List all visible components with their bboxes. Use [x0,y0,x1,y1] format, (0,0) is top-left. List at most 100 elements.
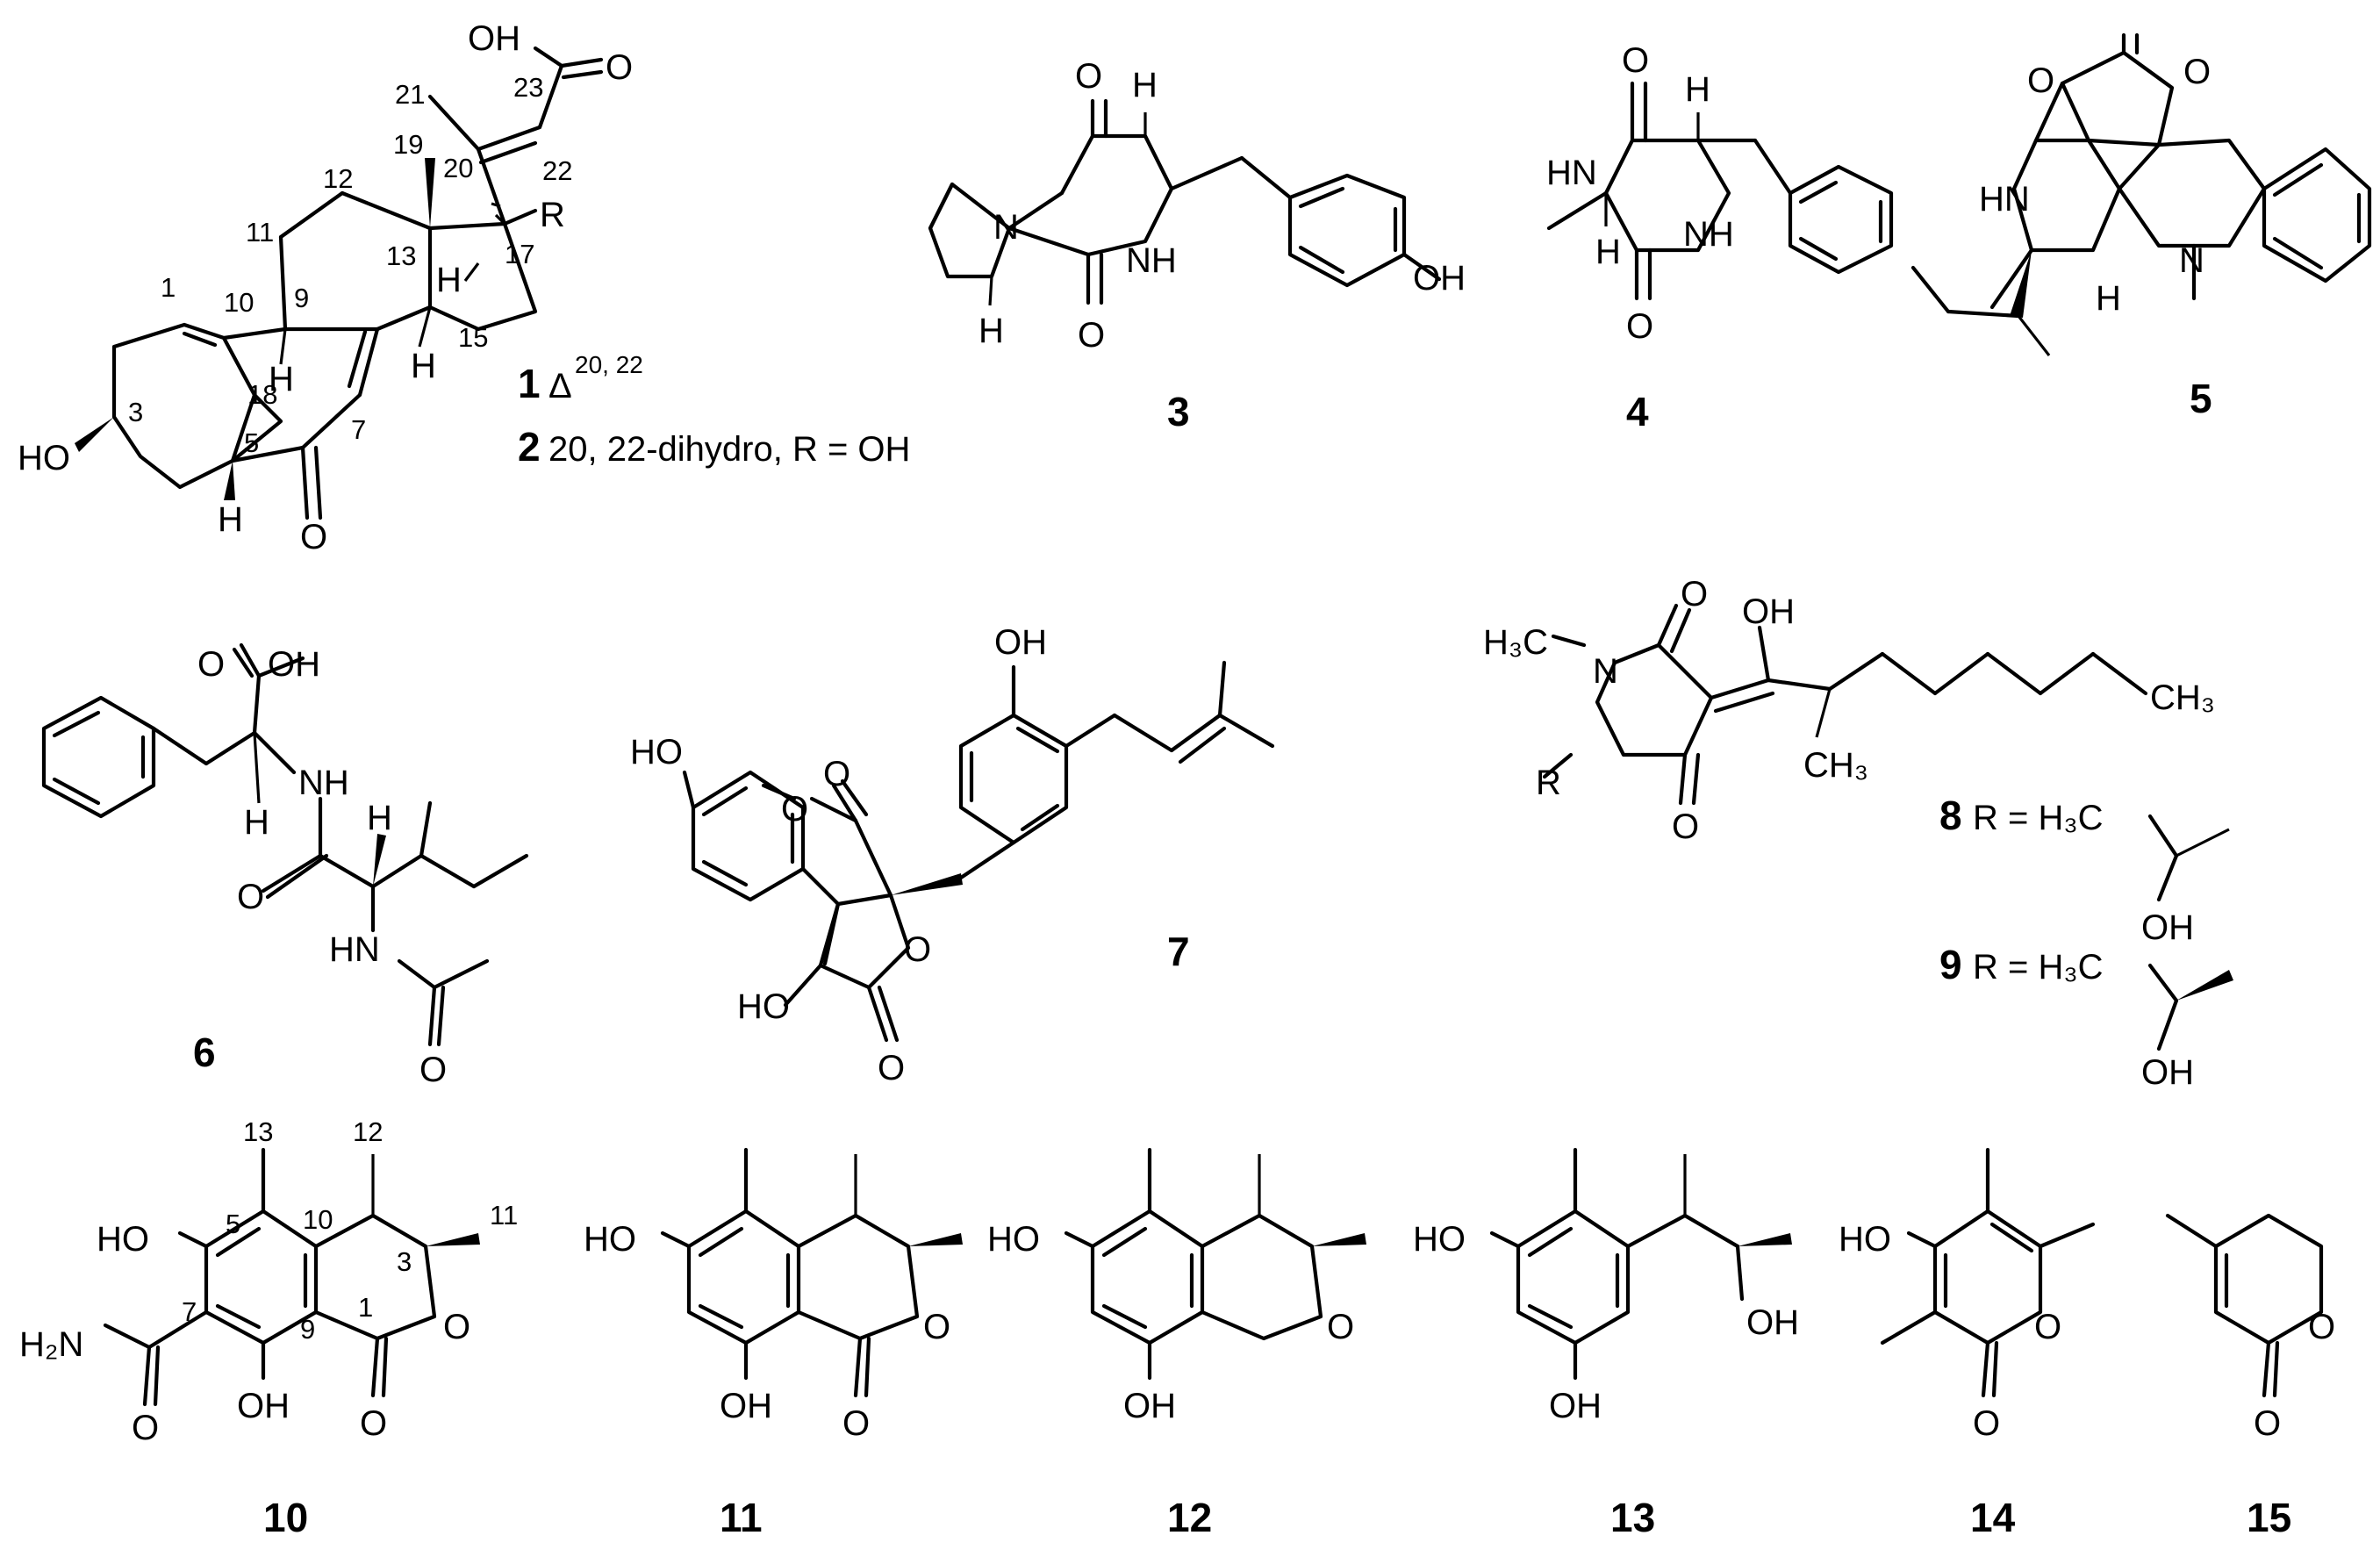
locant-10-9: 9 [300,1314,315,1345]
atom-oh-8r: OH [2141,908,2194,947]
atom-h-6a: H [244,803,269,842]
atom-ho-10a: HO [97,1220,149,1259]
caption-compound-8: 8 R = H₃C OH [1939,793,2230,947]
atom-ch3-8a: CH₃ [1803,746,1868,785]
compound-11-label: 11 [720,1495,763,1540]
atom-o-23: O [606,48,633,87]
atom-hn-5: HN [1979,180,2030,219]
locant-3: 3 [128,397,143,427]
caption-compound-1: 1 Δ 20, 22 [518,351,643,406]
compound-5-structure: O O HN N H 5 [1910,32,2372,421]
atom-ho-3: HO [18,439,70,477]
compound-15-structure: O O 15 [2165,1213,2335,1540]
compound-15-label: 15 [2247,1495,2291,1540]
compound-13-structure: HO OH OH 13 [1413,1147,1799,1540]
atom-o-4a: O [1622,41,1649,80]
atom-o-15a: O [2308,1308,2335,1346]
caption-compound-9: 9 R = H₃C OH [1939,942,2233,1092]
atom-o-8a: O [1681,575,1708,613]
atom-h-14: H [411,347,436,385]
atom-o-6c: O [419,1051,447,1089]
locant-1: 1 [161,272,176,303]
atom-o-11b: O [923,1308,950,1346]
atom-oh-13a: OH [1549,1387,1602,1425]
atom-o-3b: O [1078,316,1105,355]
atom-o-10c: O [443,1308,470,1346]
atom-o-3a: O [1075,57,1102,96]
atom-o-5a: O [2027,61,2054,100]
atom-n-5: N [2179,241,2204,280]
compound-10-label: 10 [263,1495,308,1540]
atom-oh-12: OH [1123,1387,1176,1425]
atom-hn-6: HN [329,930,380,969]
atom-o-10a: O [132,1409,159,1447]
compound-5-label: 5 [2190,376,2212,421]
atom-ho-7: HO [630,733,683,771]
atom-oh-11: OH [720,1387,772,1425]
locant-11: 11 [246,217,274,248]
atom-o-7d: O [878,1049,905,1087]
compound-8-label: 8 [1939,793,1962,838]
atom-oh-3: OH [1413,259,1466,298]
compound-2-label: 2 [518,424,541,470]
locant-10-10: 10 [303,1204,333,1235]
compound-4-label: 4 [1626,389,1649,434]
compound-9-caption: R = H₃C [1973,948,2104,987]
atom-ho-12: HO [987,1220,1040,1259]
atom-o-15b: O [2254,1404,2281,1443]
compound-6-structure: O OH NH H H O HN O 6 [41,642,529,1089]
locant-17: 17 [505,239,534,269]
atom-nh-4: NH [1683,215,1734,254]
compound-8-caption: R = H₃C [1973,799,2104,837]
compound-1-caption-sup: 20, 22 [575,351,643,378]
atom-oh-13b: OH [1746,1303,1799,1342]
compound-1-caption: Δ [548,367,572,405]
atom-h-5: H [2096,279,2121,318]
atom-oh-6: OH [268,645,320,684]
atom-o-7a: O [823,755,850,793]
compound-14-label: 14 [1970,1495,2016,1540]
compound-7-structure: HO OH O O O O HO 7 [630,623,1275,1087]
locant-15: 15 [458,322,488,353]
locant-10-1: 1 [358,1292,373,1323]
atom-h-9: H [269,360,294,398]
atom-nh-3: NH [1126,241,1177,280]
atom-nh-6: NH [298,764,349,802]
atom-o-6b: O [237,878,264,916]
locant-10: 10 [224,287,254,318]
atom-o-7c: O [904,930,931,969]
atom-h-17: H [436,261,462,299]
locant-10-12: 12 [353,1116,383,1147]
atom-h2n-10: H₂N [19,1325,83,1364]
compound-2-caption: 20, 22-dihydro, R = OH [548,430,910,469]
atom-oh-10: OH [237,1387,290,1425]
atom-h-6b: H [367,799,392,837]
atom-o-7b: O [781,790,808,829]
locant-12: 12 [323,163,353,194]
locant-20: 20 [443,153,473,183]
atom-o-12: O [1327,1308,1354,1346]
atom-hn-4: HN [1546,154,1597,192]
atom-ho-7b: HO [737,987,790,1026]
compound-14-structure: HO O O 14 [1839,1147,2096,1540]
compound-9-label: 9 [1939,942,1962,987]
compound-4-structure: O H HN NH H O 4 [1546,41,1894,434]
atom-n-3: N [993,208,1019,247]
locant-23: 23 [513,72,543,103]
locant-5: 5 [244,427,259,458]
atom-oh-9r: OH [2141,1053,2194,1092]
atom-ho-11: HO [584,1220,636,1259]
atom-r-8: R [1536,764,1561,802]
atom-o-6: O [300,518,327,556]
compound-3-label: 3 [1167,389,1190,434]
locant-19: 19 [393,129,423,160]
atom-oh-7a: OH [994,623,1047,662]
locant-10-3: 3 [397,1246,412,1277]
atom-oh-8: OH [1742,592,1795,631]
locant-13: 13 [386,240,416,271]
locant-10-7: 7 [182,1296,197,1327]
locant-18: 18 [247,379,277,410]
atom-h-4a: H [1685,70,1710,109]
